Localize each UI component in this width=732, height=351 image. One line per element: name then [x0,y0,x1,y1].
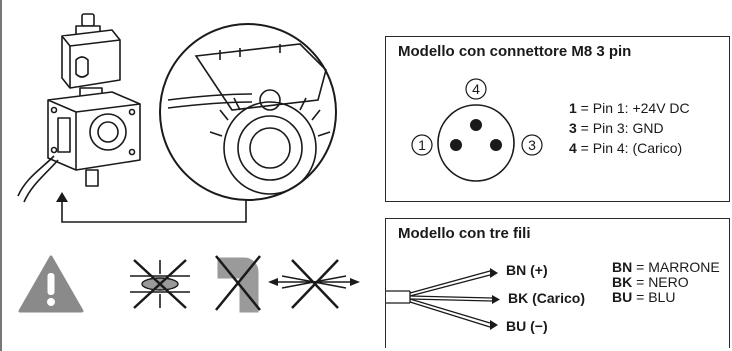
m8-connector-panel: Modello con connettore M8 3 pin 4 1 3 1 … [385,36,730,202]
color-row: BK = NERO [612,274,689,290]
pin-assignment-list: 1 = Pin 1: +24V DC 3 = Pin 3: GND 4 = Pi… [569,98,690,158]
pin-number-1: 1 [418,137,426,153]
wire-label-bu: BU (−) [506,318,548,334]
pin-number-3: 3 [528,137,536,153]
m8-panel-title: Modello con connettore M8 3 pin [398,43,632,60]
page-left-border [0,0,2,351]
pin-row: 1 = Pin 1: +24V DC [569,100,690,116]
color-row: BU = BLU [612,289,676,305]
warning-triangle-icon [18,255,84,313]
wire-color-legend: BN = MARRONE BK = NERO BU = BLU [612,260,720,305]
pin-number-4: 4 [472,81,480,97]
no-crush-icon [130,259,190,309]
three-wire-panel: Modello con tre fili BN (+) BK (Carico) … [385,218,730,348]
pin-row: 4 = Pin 4: (Carico) [569,140,683,156]
pin-row: 3 = Pin 3: GND [569,120,664,136]
valve-illustration [17,13,337,223]
no-pull-icon [268,259,360,309]
cable-diagram [386,268,500,330]
wires-panel-title: Modello con tre fili [398,225,531,242]
color-row: BN = MARRONE [612,259,720,275]
wire-label-bn: BN (+) [506,262,548,278]
wire-label-bk: BK (Carico) [508,290,586,306]
m8-connector-diagram: 4 1 3 [411,78,543,182]
no-pressure-icon [215,255,261,313]
